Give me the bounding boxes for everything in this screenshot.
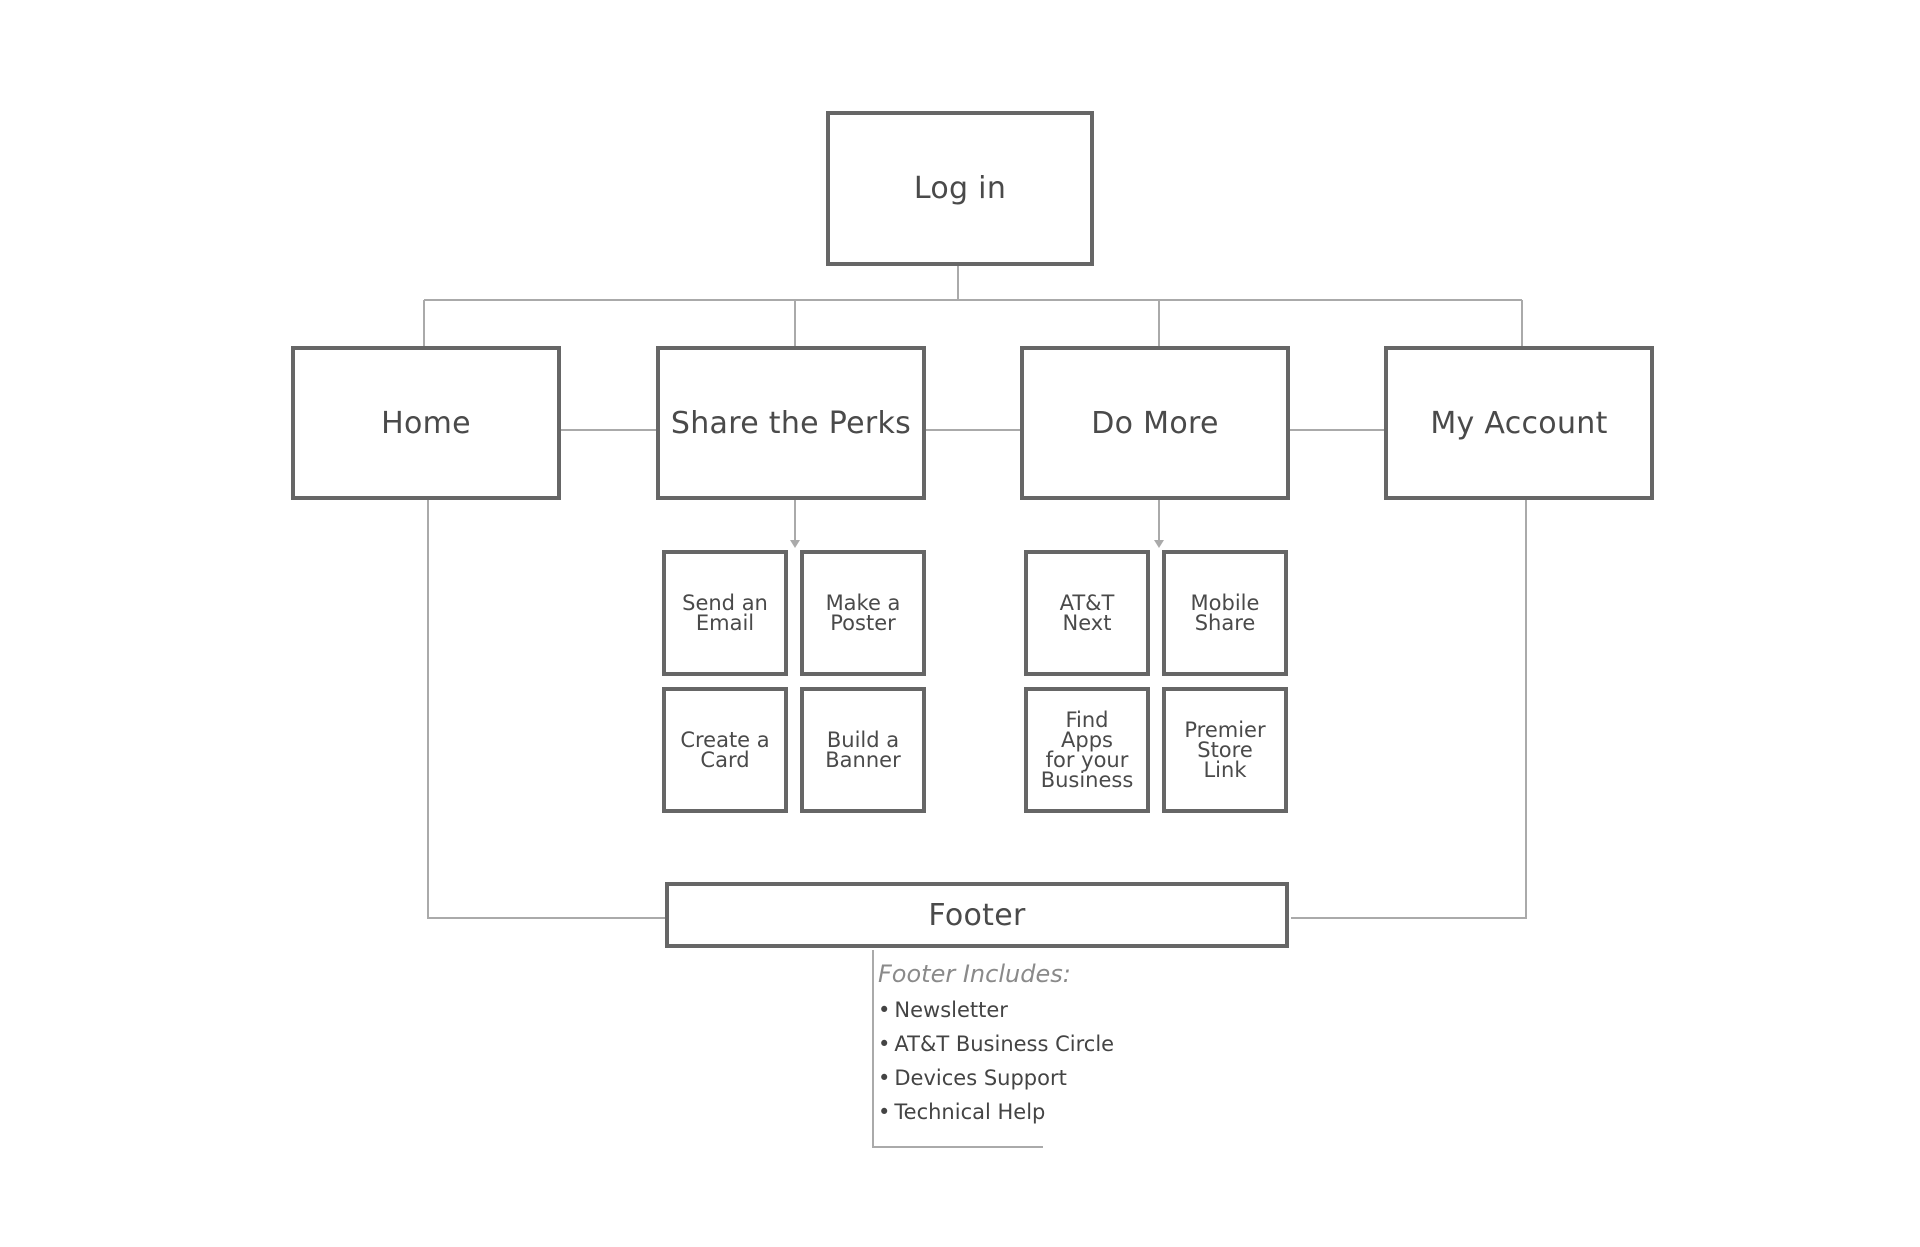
build-a-banner-label: Build a Banner: [825, 728, 901, 772]
footer-node: Footer: [665, 882, 1289, 948]
footer-note-devices-support: Devices Support: [878, 1061, 1138, 1095]
footer-note-business-circle: AT&T Business Circle: [878, 1027, 1138, 1061]
do-more-node: Do More: [1020, 346, 1290, 500]
login-node: Log in: [826, 111, 1094, 266]
make-a-poster-label: Make a Poster: [825, 591, 901, 635]
premier-store-link-label: Premier Store Link: [1184, 718, 1266, 782]
do-more-label: Do More: [1091, 405, 1219, 441]
footer-label: Footer: [928, 897, 1026, 933]
connector-footer-notes: [872, 950, 1043, 1148]
connector-account-footer: [1291, 500, 1527, 919]
share-the-perks-node: Share the Perks: [656, 346, 926, 500]
arrowhead-domore-children: [1154, 540, 1164, 548]
mobile-share-node: Mobile Share: [1162, 550, 1288, 676]
create-a-card-node: Create a Card: [662, 687, 788, 813]
share-the-perks-label: Share the Perks: [670, 405, 912, 441]
login-label: Log in: [913, 171, 1007, 206]
my-account-node: My Account: [1384, 346, 1654, 500]
build-a-banner-node: Build a Banner: [800, 687, 926, 813]
find-apps-label: Find Apps for your Business: [1040, 708, 1134, 792]
footer-notes-title: Footer Includes:: [878, 960, 1071, 988]
arrowhead-share-children: [790, 540, 800, 548]
find-apps-node: Find Apps for your Business: [1024, 687, 1150, 813]
create-a-card-label: Create a Card: [680, 728, 770, 772]
att-next-label: AT&T Next: [1059, 591, 1115, 635]
send-an-email-label: Send an Email: [682, 591, 768, 635]
send-an-email-node: Send an Email: [662, 550, 788, 676]
home-node: Home: [291, 346, 561, 500]
footer-note-newsletter: Newsletter: [878, 993, 1138, 1027]
home-label: Home: [381, 405, 471, 441]
mobile-share-label: Mobile Share: [1190, 591, 1260, 635]
connector-home-footer: [427, 500, 667, 919]
footer-notes: Footer Includes: Newsletter AT&T Busines…: [878, 955, 1138, 1129]
make-a-poster-node: Make a Poster: [800, 550, 926, 676]
premier-store-link-node: Premier Store Link: [1162, 687, 1288, 813]
att-next-node: AT&T Next: [1024, 550, 1150, 676]
footer-note-technical-help: Technical Help: [878, 1095, 1138, 1129]
my-account-label: My Account: [1430, 405, 1608, 441]
